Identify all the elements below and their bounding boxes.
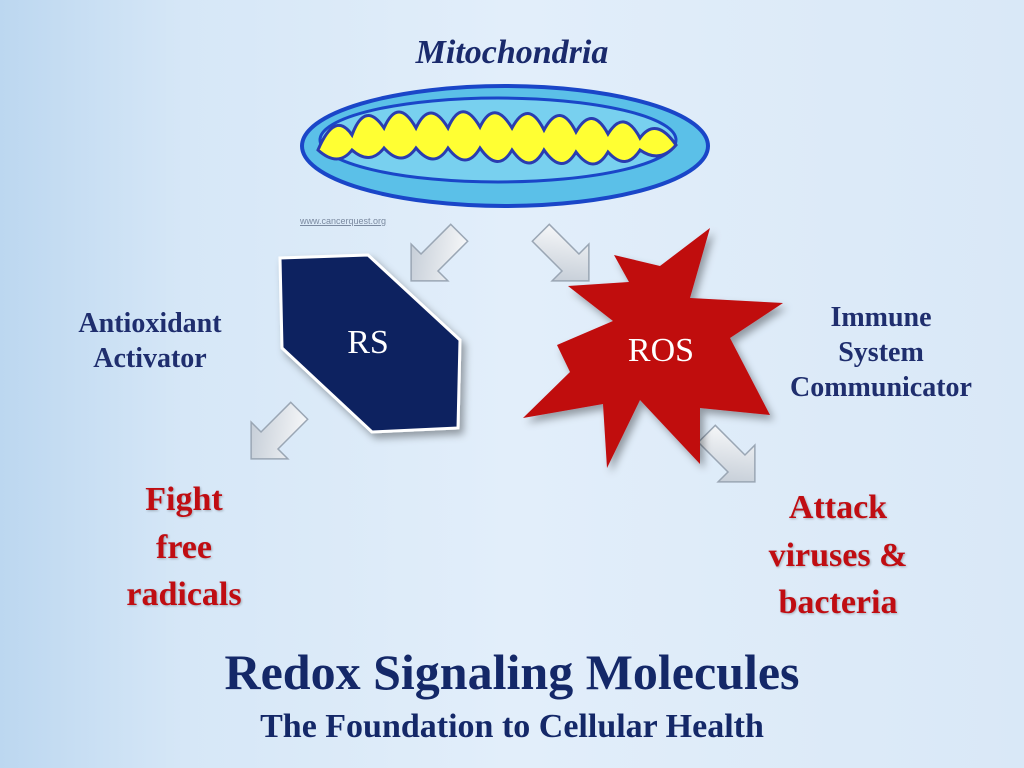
slide-title: Redox Signaling Molecules [224,644,800,700]
arrow-mito-to-ros [531,223,590,282]
rs-outcome-line: Fight [145,481,223,518]
rs-node-label: RS [347,324,389,361]
ros-node [523,228,783,468]
ros-role-line: System [838,337,924,368]
arrow-rs-to-outcome [250,401,309,460]
ros-role-line: Communicator [790,372,972,403]
rs-outcome: Fight free radicals [94,476,274,619]
arrow-mito-to-rs [410,223,469,282]
ros-node-label: ROS [627,332,695,369]
ros-role-label: Immune System Communicator [752,300,1010,405]
rs-node [278,253,462,434]
rs-outcome-line: radicals [126,576,242,614]
mitochondria-illustration [300,84,710,208]
arrow-ros-to-outcome [697,424,756,483]
rs-outcome-line: free [156,528,212,566]
ros-outcome-line: viruses & [768,536,908,574]
ros-role-line: Immune [830,302,932,333]
mitochondria-label: Mitochondria [415,34,609,71]
source-watermark: www.cancerquest.org [300,216,387,226]
rs-role-label: Antioxidant Activator [40,306,260,376]
ros-outcome-line: bacteria [778,584,898,622]
rs-role-line: Activator [93,343,207,374]
slide-subtitle: The Foundation to Cellular Health [260,708,764,745]
ros-outcome: Attack viruses & bacteria [720,484,956,627]
rs-role-line: Antioxidant [78,308,222,339]
ros-outcome-line: Attack [788,489,888,526]
